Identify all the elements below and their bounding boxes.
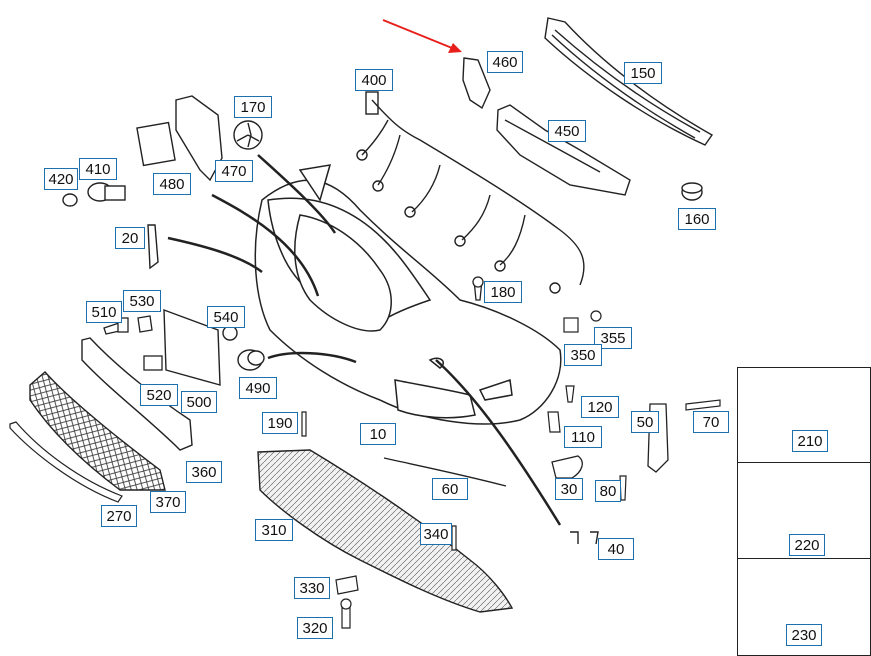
leader-lines (167, 154, 562, 526)
wiring-harness (356, 91, 585, 294)
star-emblem (233, 120, 263, 150)
part-label-460: 460 (487, 51, 523, 73)
part-label-420: 420 (44, 168, 78, 190)
clip-180 (472, 276, 484, 301)
part-label-330: 330 (294, 577, 330, 599)
part-label-120: 120 (581, 396, 619, 418)
cover-30 (551, 455, 583, 479)
part-label-270: 270 (101, 505, 137, 527)
part-label-20: 20 (115, 227, 145, 249)
part-label-30: 30 (555, 478, 583, 500)
grille-frame-360 (81, 337, 193, 451)
part-label-70: 70 (693, 411, 729, 433)
part-label-40: 40 (598, 538, 634, 560)
clip-40 (570, 531, 599, 545)
radar-assembly (136, 95, 223, 182)
part-label-480: 480 (153, 173, 191, 195)
part-label-355: 355 (594, 327, 632, 349)
part-label-500: 500 (181, 391, 217, 413)
part-label-110: 110 (564, 426, 602, 448)
part-label-340: 340 (420, 523, 452, 545)
bracket-20 (147, 224, 159, 270)
air-duct (496, 104, 631, 196)
screw-510 (103, 315, 153, 335)
part-label-220: 220 (789, 534, 825, 556)
part-label-400: 400 (355, 69, 393, 91)
part-label-310: 310 (255, 519, 293, 541)
part-label-180: 180 (484, 281, 522, 303)
bumper-cover (254, 164, 562, 425)
part-label-190: 190 (262, 412, 298, 434)
part-label-370: 370 (150, 491, 186, 513)
part-label-470: 470 (215, 160, 253, 182)
part-label-450: 450 (548, 120, 586, 142)
part-label-490: 490 (239, 377, 277, 399)
plug-160 (681, 182, 703, 201)
part-label-160: 160 (678, 208, 716, 230)
part-label-360: 360 (186, 461, 222, 483)
parking-sensor (62, 182, 126, 207)
part-label-170: 170 (234, 96, 272, 118)
underbody-panel (257, 449, 514, 613)
retainer-520 (143, 355, 163, 371)
part-label-530: 530 (123, 290, 161, 312)
part-label-520: 520 (140, 384, 178, 406)
part-label-540: 540 (207, 306, 245, 328)
part-label-50: 50 (631, 411, 659, 433)
part-label-230: 230 (786, 624, 822, 646)
license-plate-bracket (163, 308, 238, 386)
part-label-80: 80 (595, 480, 621, 502)
part-label-210: 210 (792, 430, 828, 452)
part-label-150: 150 (624, 62, 662, 84)
part-label-510: 510 (86, 301, 122, 323)
fasteners (301, 310, 721, 629)
part-label-60: 60 (432, 478, 468, 500)
part-label-10: 10 (360, 423, 396, 445)
bracket-460 (462, 57, 491, 110)
lower-grille (29, 371, 166, 491)
red-arrow (382, 19, 462, 53)
trim-strip-270 (9, 421, 123, 503)
part-label-320: 320 (297, 617, 333, 639)
sensor-490 (237, 349, 265, 371)
strip-60 (383, 457, 507, 487)
part-label-410: 410 (79, 158, 117, 180)
part-label-350: 350 (564, 344, 602, 366)
